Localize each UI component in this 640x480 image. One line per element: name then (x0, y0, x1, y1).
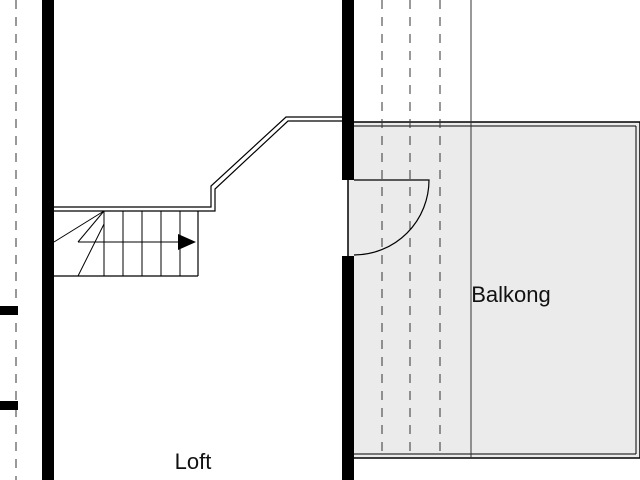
left-wall-stub-upper (0, 306, 18, 315)
balcony-area (347, 121, 640, 459)
stair-direction-arrow (178, 234, 196, 250)
loft-right-wall-lower (342, 256, 354, 480)
staircase (53, 210, 199, 277)
loft-right-wall-upper (342, 0, 354, 180)
room-label-loft: Loft (175, 449, 212, 474)
loft-left-wall (42, 0, 54, 480)
room-label-balcony: Balkong (471, 282, 551, 307)
balcony-door-swing (353, 179, 430, 256)
stair-railing-inner (54, 120, 342, 212)
left-wall-stub-lower (0, 401, 18, 410)
stair-railing-outer (54, 116, 342, 208)
